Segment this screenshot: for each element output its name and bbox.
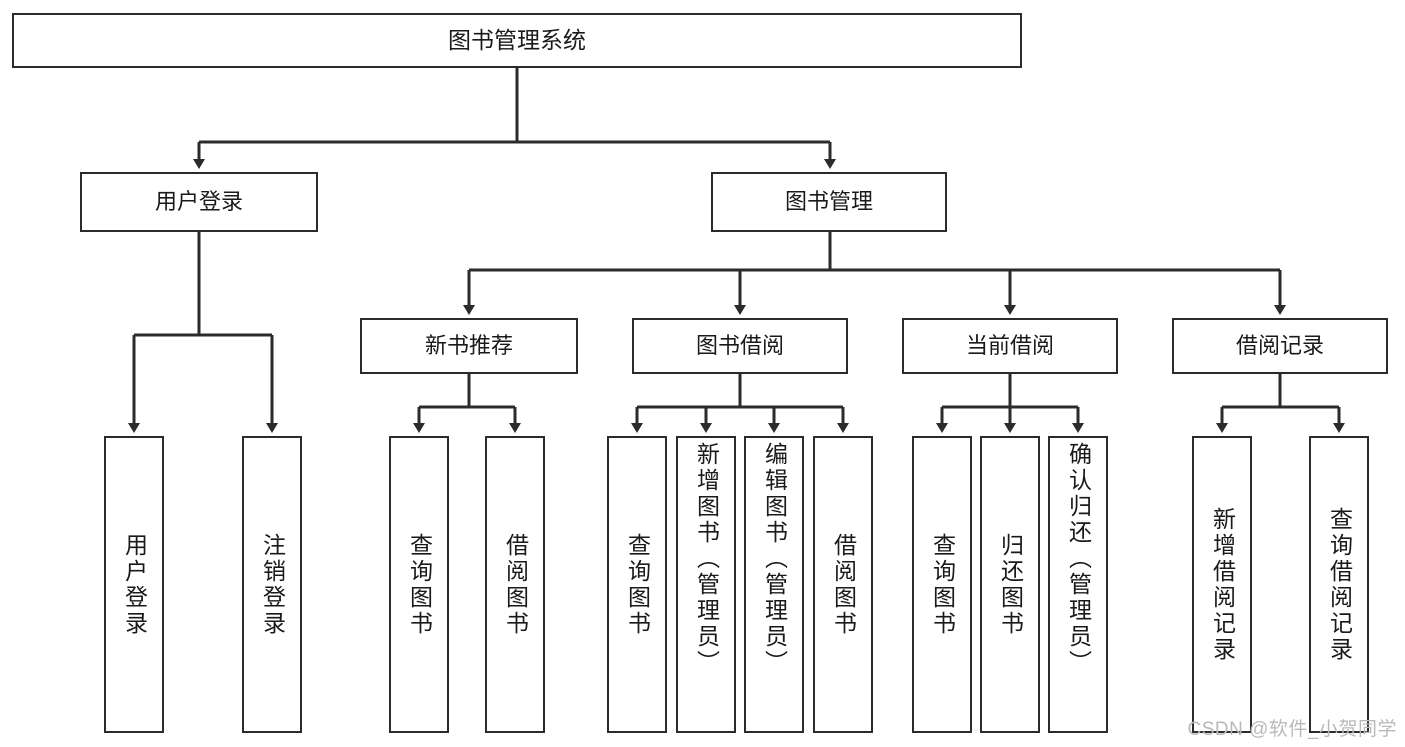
node-book-borrow-label: 图书借阅: [695, 333, 784, 359]
node-current-borrow-label: 当前借阅: [965, 333, 1054, 359]
node-leaf-return-book[interactable]: 归还图书: [980, 436, 1040, 733]
node-leaf-edit-book[interactable]: 编辑图书（管理员）: [744, 436, 804, 733]
node-leaf-query-book-2-label: 查询图书: [624, 532, 651, 637]
node-root-label: 图书管理系统: [448, 26, 586, 53]
node-leaf-query-book-1[interactable]: 查询图书: [389, 436, 449, 733]
node-new-book-recommend[interactable]: 新书推荐: [360, 318, 578, 374]
node-book-management-label: 图书管理: [784, 189, 873, 215]
node-leaf-logout[interactable]: 注销登录: [242, 436, 302, 733]
node-leaf-query-borrow-record[interactable]: 查询借阅记录: [1309, 436, 1369, 733]
node-leaf-query-book-2[interactable]: 查询图书: [607, 436, 667, 733]
node-leaf-user-login[interactable]: 用户登录: [104, 436, 164, 733]
node-leaf-add-borrow-record-label: 新增借阅记录: [1209, 506, 1236, 663]
node-leaf-add-borrow-record[interactable]: 新增借阅记录: [1192, 436, 1252, 733]
node-borrow-record[interactable]: 借阅记录: [1172, 318, 1388, 374]
node-leaf-add-book-label: 新增图书（管理员）: [693, 442, 720, 676]
node-leaf-edit-book-label: 编辑图书（管理员）: [761, 442, 788, 676]
node-leaf-query-borrow-record-label: 查询借阅记录: [1326, 506, 1353, 663]
node-book-management[interactable]: 图书管理: [711, 172, 947, 232]
node-leaf-add-book[interactable]: 新增图书（管理员）: [676, 436, 736, 733]
node-leaf-borrow-book-2[interactable]: 借阅图书: [813, 436, 873, 733]
node-leaf-return-book-label: 归还图书: [997, 532, 1024, 637]
node-borrow-record-label: 借阅记录: [1235, 333, 1324, 359]
node-leaf-borrow-book-2-label: 借阅图书: [830, 532, 857, 637]
node-leaf-user-login-label: 用户登录: [121, 532, 148, 637]
node-root[interactable]: 图书管理系统: [12, 13, 1022, 68]
node-leaf-logout-label: 注销登录: [259, 532, 286, 637]
node-leaf-query-book-3-label: 查询图书: [929, 532, 956, 637]
node-leaf-confirm-return[interactable]: 确认归还（管理员）: [1048, 436, 1108, 733]
node-leaf-query-book-1-label: 查询图书: [406, 532, 433, 637]
node-current-borrow[interactable]: 当前借阅: [902, 318, 1118, 374]
node-leaf-query-book-3[interactable]: 查询图书: [912, 436, 972, 733]
node-user-login[interactable]: 用户登录: [80, 172, 318, 232]
node-user-login-label: 用户登录: [154, 189, 243, 215]
node-leaf-borrow-book-1[interactable]: 借阅图书: [485, 436, 545, 733]
node-leaf-confirm-return-label: 确认归还（管理员）: [1065, 442, 1092, 676]
node-book-borrow[interactable]: 图书借阅: [632, 318, 848, 374]
node-leaf-borrow-book-1-label: 借阅图书: [502, 532, 529, 637]
node-new-book-recommend-label: 新书推荐: [424, 333, 513, 359]
